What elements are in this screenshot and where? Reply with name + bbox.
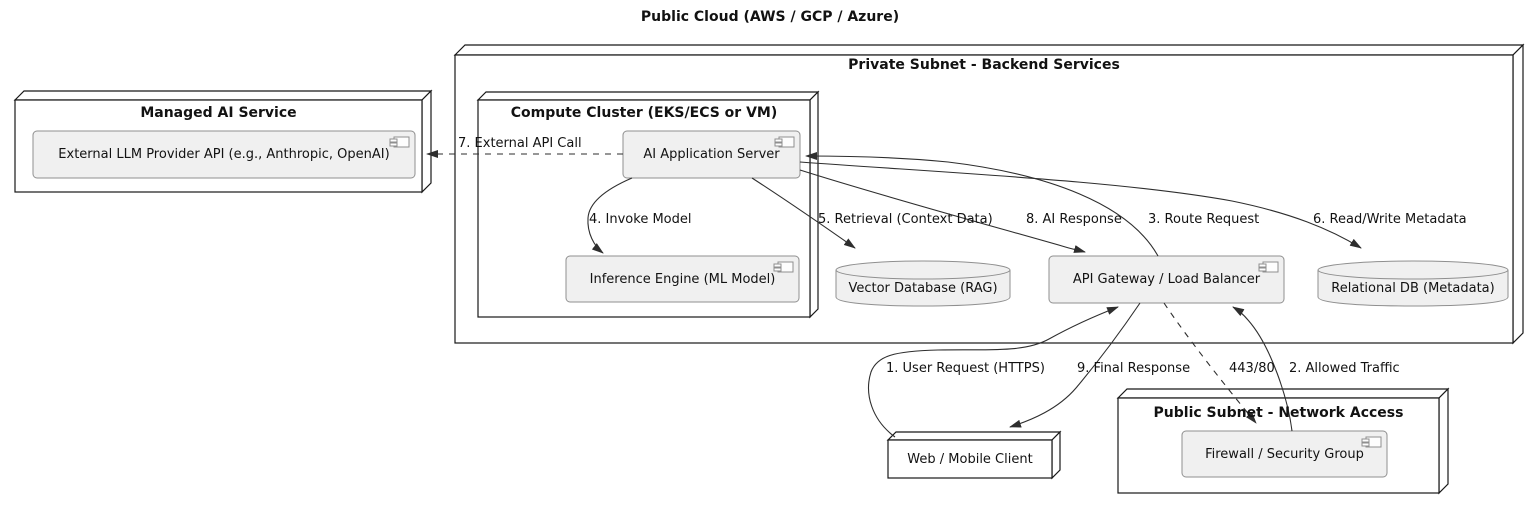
app-server-label: AI Application Server (643, 147, 780, 162)
api-gateway-label: API Gateway / Load Balancer (1072, 272, 1261, 287)
edge-route-request (805, 152, 1159, 257)
component-icon (774, 136, 795, 148)
managed-ai-service-title: Managed AI Service (140, 105, 297, 121)
web-mobile-client-label: Web / Mobile Client (907, 451, 1033, 467)
edge-label-invoke-model: 4. Invoke Model (589, 212, 692, 227)
component-icon (773, 261, 794, 273)
api-gateway-component (1048, 255, 1285, 304)
private-subnet-title: Private Subnet - Backend Services (848, 57, 1120, 73)
edge-label-read-write-metadata: 6. Read/Write Metadata (1313, 212, 1467, 227)
component-icon (389, 136, 410, 148)
component-icon (1258, 261, 1279, 273)
edge-label-user-request: 1. User Request (HTTPS) (886, 361, 1045, 376)
inference-engine-component (565, 255, 800, 303)
compute-cluster-title: Compute Cluster (EKS/ECS or VM) (510, 105, 778, 121)
inference-engine-label: Inference Engine (ML Model) (589, 271, 776, 287)
edge-label-ai-response: 8. AI Response (1026, 212, 1122, 227)
edge-allowed-traffic (1232, 306, 1293, 432)
relational-db-shape (1317, 260, 1509, 307)
edge-label-port: 443/80 (1229, 361, 1275, 376)
public-subnet-title: Public Subnet - Network Access (1153, 405, 1404, 421)
edge-user-request (868, 306, 1119, 438)
edge-label-retrieval: 5. Retrieval (Context Data) (818, 212, 993, 227)
edge-final-response (1009, 302, 1141, 428)
relational-db-label: Relational DB (Metadata) (1331, 280, 1495, 296)
llm-api-component (32, 130, 416, 179)
firewall-label: Firewall / Security Group (1205, 446, 1364, 462)
edge-label-route-request: 3. Route Request (1148, 212, 1260, 227)
edge-label-allowed-traffic: 2. Allowed Traffic (1289, 361, 1400, 376)
edge-invoke-model (587, 177, 633, 254)
edge-label-external-api-call: 7. External API Call (458, 136, 582, 151)
component-icon (1361, 436, 1382, 448)
vector-database-label: Vector Database (RAG) (848, 280, 998, 296)
diagram-title: Public Cloud (AWS / GCP / Azure) (640, 9, 900, 25)
firewall-component (1181, 430, 1388, 478)
llm-api-label: External LLM Provider API (e.g., Anthrop… (58, 147, 390, 162)
edge-retrieval (751, 177, 856, 249)
edge-label-final-response: 9. Final Response (1077, 361, 1191, 376)
edge-ai-response (799, 169, 1086, 253)
vector-database-shape (835, 260, 1011, 307)
web-mobile-client-node (886, 430, 1062, 480)
edge-read-write-metadata (799, 161, 1362, 249)
edge-port-443-80 (1163, 302, 1257, 424)
